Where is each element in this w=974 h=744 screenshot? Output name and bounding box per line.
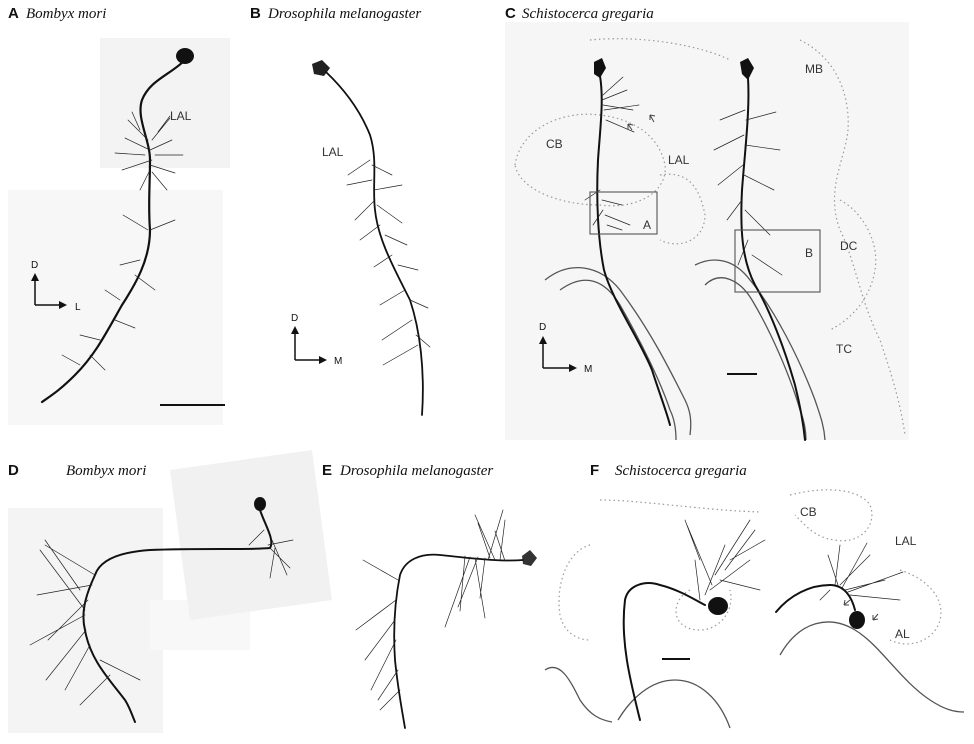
panel-c-contour-right-inner <box>704 277 807 441</box>
panel-d-soma <box>254 497 266 511</box>
panel-c-soma-left <box>594 58 606 78</box>
panel-f-species: Schistocerca gregaria <box>615 463 747 479</box>
panel-a: A Bombyx mori LAL D L <box>8 5 230 425</box>
panel-c-contour-left <box>544 267 692 436</box>
panel-c: C Schistocerca gregaria A B MB CB LAL DC… <box>505 5 909 441</box>
panel-a-tile-bottom <box>8 190 223 425</box>
panel-f-contour-right <box>779 621 965 713</box>
panel-c-axis-d: D <box>539 322 546 333</box>
panel-e: E Drosophila melanogaster <box>322 462 537 729</box>
panel-c-cb-label: CB <box>546 137 563 151</box>
panel-f-arbor-left <box>684 519 766 601</box>
panel-c-arrow-2 <box>649 114 656 123</box>
panel-a-distal-arbor <box>61 214 176 371</box>
panel-c-tc-label: TC <box>836 342 852 356</box>
panel-c-contour-right <box>694 259 826 441</box>
panel-f: F Schistocerca gregaria CB LAL AL <box>544 462 965 729</box>
panel-f-neurite-left <box>622 582 706 721</box>
panel-c-dc-label: DC <box>840 239 858 253</box>
panel-c-inset-box-b <box>734 229 821 293</box>
panel-f-outline-left-lal <box>675 589 732 631</box>
panel-b-axis-indicator: D M <box>291 313 342 367</box>
panel-f-outline-left-lobe <box>558 544 591 641</box>
panel-c-axis-m: M <box>584 364 592 375</box>
panel-c-inset-a-label: A <box>643 218 651 232</box>
panel-b-species: Drosophila melanogaster <box>267 6 421 22</box>
panel-c-background <box>505 22 909 440</box>
panel-d-arbor <box>29 529 294 706</box>
panel-a-lal-label: LAL <box>170 109 192 123</box>
panel-e-arbor <box>355 509 506 711</box>
panel-c-contour-left-inner <box>559 279 677 441</box>
panel-f-arrow-1 <box>843 599 851 606</box>
panel-c-dc-outline <box>829 199 877 331</box>
panel-f-neurite-right <box>775 584 856 613</box>
panel-c-arbor-left <box>584 76 640 231</box>
panel-a-species: Bombyx mori <box>26 6 106 22</box>
panel-c-arrow-1 <box>627 123 634 131</box>
panel-c-letter: C <box>505 5 516 22</box>
panel-f-lal-label: LAL <box>895 534 917 548</box>
panel-b-letter: B <box>250 5 261 22</box>
panel-b-lal-label: LAL <box>322 145 344 159</box>
panel-b-axis-m: M <box>334 356 342 367</box>
panel-c-soma-right <box>740 58 754 80</box>
panel-f-al-label: AL <box>895 627 910 641</box>
panel-f-arbor-right <box>819 542 904 601</box>
panel-f-arrow-2 <box>872 613 879 621</box>
panel-f-soma-left <box>708 597 728 615</box>
panel-c-species: Schistocerca gregaria <box>522 6 654 22</box>
panel-c-neurite-left <box>596 75 671 426</box>
panel-f-cb-label: CB <box>800 505 817 519</box>
panel-c-inset-b-label: B <box>805 246 813 260</box>
panel-a-axis-indicator: D L <box>31 260 81 313</box>
panel-c-inset-box-a <box>589 191 658 235</box>
panel-d-species: Bombyx mori <box>66 463 146 479</box>
panel-a-letter: A <box>8 5 19 22</box>
panel-b-arbor <box>346 159 431 366</box>
panel-f-soma-right <box>849 611 865 629</box>
panel-a-lal-arbor <box>114 111 184 191</box>
panel-b: B Drosophila melanogaster LAL D M <box>250 5 431 416</box>
panel-b-axis-d: D <box>291 313 298 324</box>
panel-c-outline-top <box>589 38 731 61</box>
panel-c-mb-label: MB <box>805 62 823 76</box>
panel-a-tile-top <box>100 38 230 168</box>
panel-a-soma <box>176 48 194 64</box>
panel-f-letter: F <box>590 462 599 479</box>
panel-c-outline-right <box>799 39 906 436</box>
panel-c-arbor-right <box>713 109 783 276</box>
panel-a-axis-d: D <box>31 260 38 271</box>
panel-e-letter: E <box>322 462 332 479</box>
panel-e-soma <box>522 550 537 566</box>
panel-d-tile-rotated <box>170 450 332 620</box>
panel-f-outline-top-left <box>599 499 761 513</box>
panel-d: D Bombyx mori <box>8 450 332 733</box>
panel-d-tile-left <box>8 508 163 733</box>
panel-c-axis-indicator: D M <box>539 322 592 375</box>
panel-e-species: Drosophila melanogaster <box>339 463 493 479</box>
panel-f-al-outline <box>889 569 942 645</box>
panel-e-primary-neurite <box>393 553 524 729</box>
panel-a-axis-l: L <box>75 302 81 313</box>
panel-c-neurite-right <box>740 77 806 441</box>
panel-f-contour-middle <box>617 679 731 729</box>
panel-c-lal-outline <box>659 173 706 245</box>
panel-c-lal-label: LAL <box>668 153 690 167</box>
panel-d-letter: D <box>8 462 19 479</box>
panel-f-contour-left <box>544 666 613 723</box>
panel-b-primary-neurite <box>325 71 424 416</box>
